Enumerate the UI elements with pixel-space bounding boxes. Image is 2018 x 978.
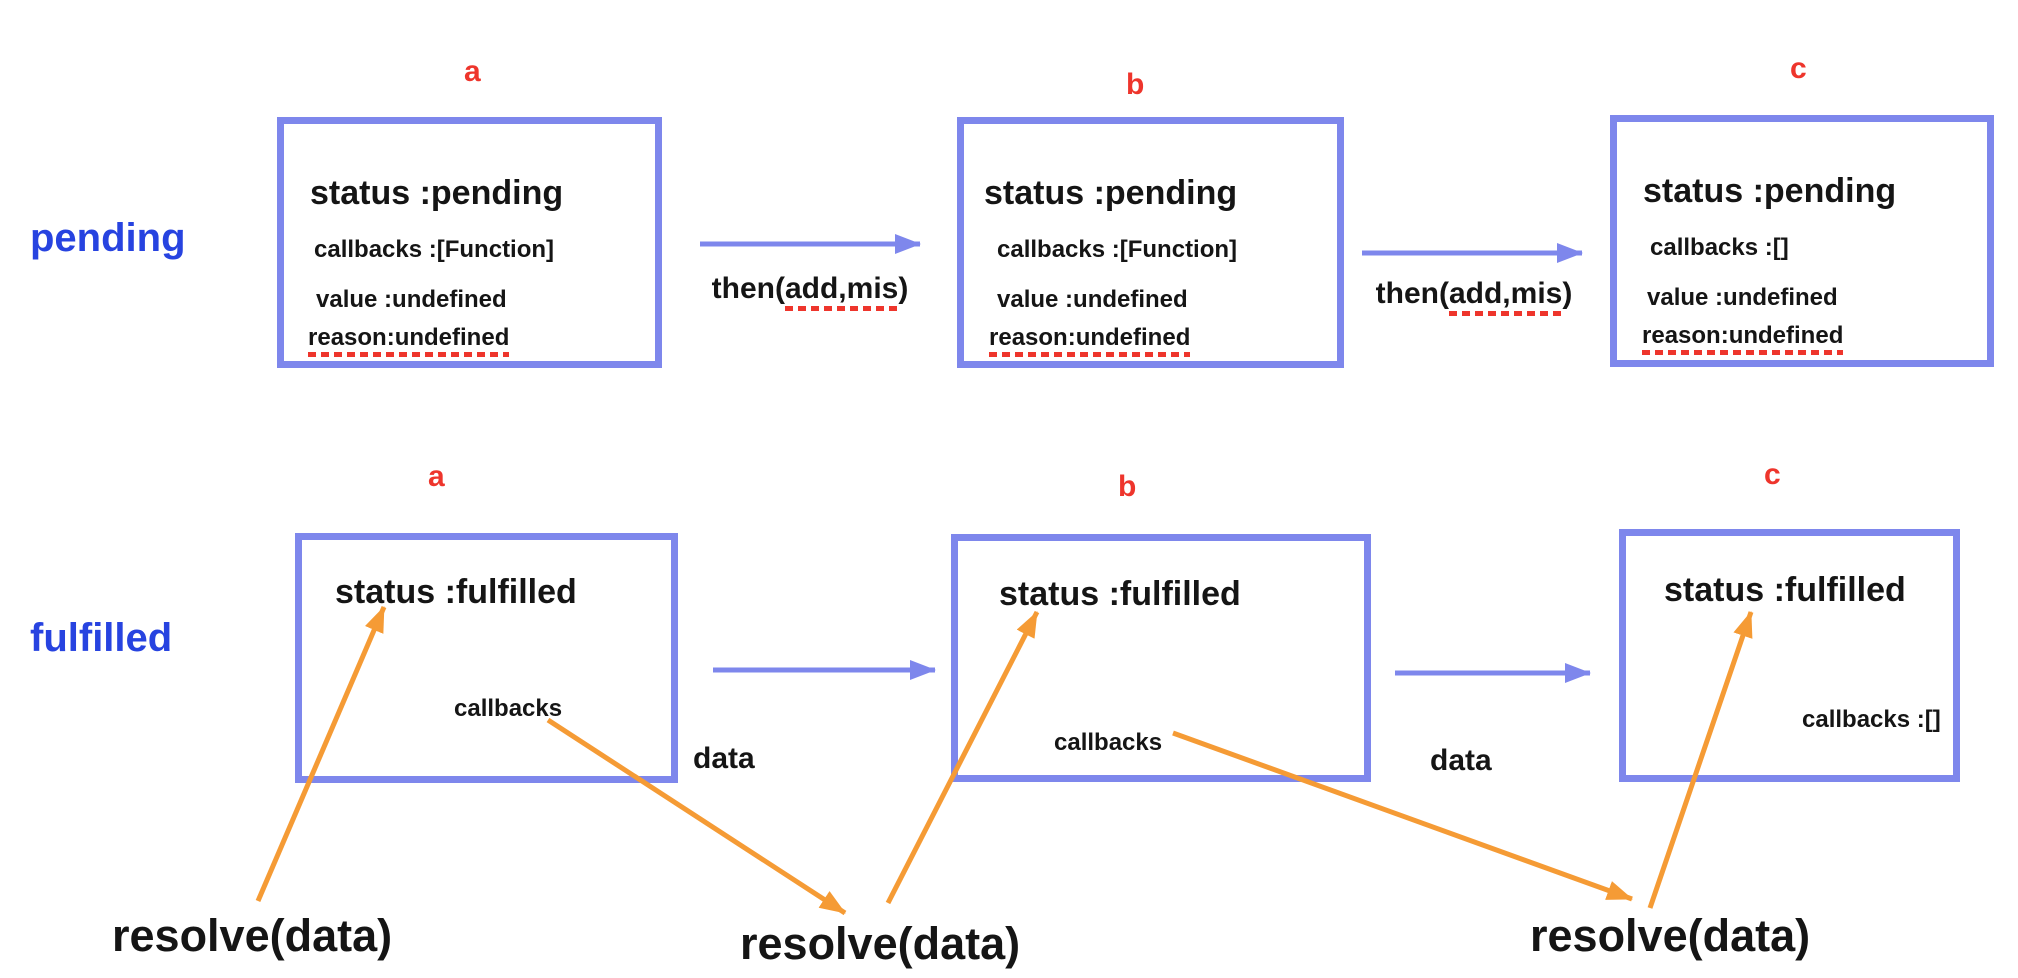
promise-box-a-pending: status :pending callbacks :[Function] va… (277, 117, 662, 368)
reason-text-underlined: reason:undefined (1642, 322, 1844, 355)
reason-line: reason:undefined (1642, 322, 1844, 355)
then-suffix: ) (1562, 277, 1573, 310)
promise-box-b-pending: status :pending callbacks :[Function] va… (957, 117, 1344, 368)
value-line: value :undefined (1647, 284, 1838, 311)
status-line: status :pending (1643, 172, 1897, 210)
data-label-1: data (693, 742, 755, 775)
then-prefix: then( (1375, 277, 1449, 310)
resolve-call-label-1: resolve(data) (112, 910, 393, 961)
then-prefix: then( (711, 272, 785, 305)
promise-tag-a-pending: a (464, 55, 481, 88)
reason-line: reason:undefined (308, 324, 510, 357)
data-label-2: data (1430, 744, 1492, 777)
promise-box-b-fulfilled: status :fulfilled callbacks (951, 534, 1371, 782)
callbacks-line: callbacks (454, 695, 563, 722)
resolve-call-label-2: resolve(data) (740, 918, 1021, 969)
callbacks-line: callbacks :[Function] (314, 236, 555, 263)
promise-box-c-pending: status :pending callbacks :[] value :und… (1610, 115, 1994, 367)
promise-tag-b-fulfilled: b (1118, 470, 1137, 503)
callbacks-line: callbacks (1054, 729, 1163, 756)
then-call-label-2: then(add,mis) (1372, 277, 1576, 316)
promise-box-c-fulfilled: status :fulfilled callbacks :[] (1619, 529, 1960, 782)
callbacks-line: callbacks :[Function] (997, 236, 1238, 263)
row-label-fulfilled: fulfilled (30, 616, 173, 660)
then-suffix: ) (898, 272, 909, 305)
promise-tag-c-fulfilled: c (1764, 458, 1781, 491)
then-args-underlined: add,mis (1448, 277, 1563, 316)
resolve-call-label-3: resolve(data) (1530, 910, 1811, 961)
status-line: status :fulfilled (1664, 571, 1906, 609)
reason-line: reason:undefined (989, 324, 1191, 357)
callbacks-line: callbacks :[] (1802, 706, 1941, 733)
reason-text-underlined: reason:undefined (989, 324, 1191, 357)
status-line: status :pending (984, 174, 1238, 212)
callbacks-line: callbacks :[] (1650, 234, 1789, 261)
promise-box-a-fulfilled: status :fulfilled callbacks (295, 533, 678, 783)
status-line: status :fulfilled (335, 573, 577, 611)
status-line: status :fulfilled (999, 575, 1241, 613)
value-line: value :undefined (997, 286, 1188, 313)
row-label-pending: pending (30, 216, 186, 260)
promise-tag-a-fulfilled: a (428, 460, 445, 493)
reason-text-underlined: reason:undefined (308, 324, 510, 357)
then-call-label-1: then(add,mis) (704, 272, 916, 311)
promise-tag-b-pending: b (1126, 68, 1145, 101)
status-line: status :pending (310, 174, 564, 212)
promise-tag-c-pending: c (1790, 52, 1807, 85)
then-args-underlined: add,mis (784, 272, 899, 311)
value-line: value :undefined (316, 286, 507, 313)
